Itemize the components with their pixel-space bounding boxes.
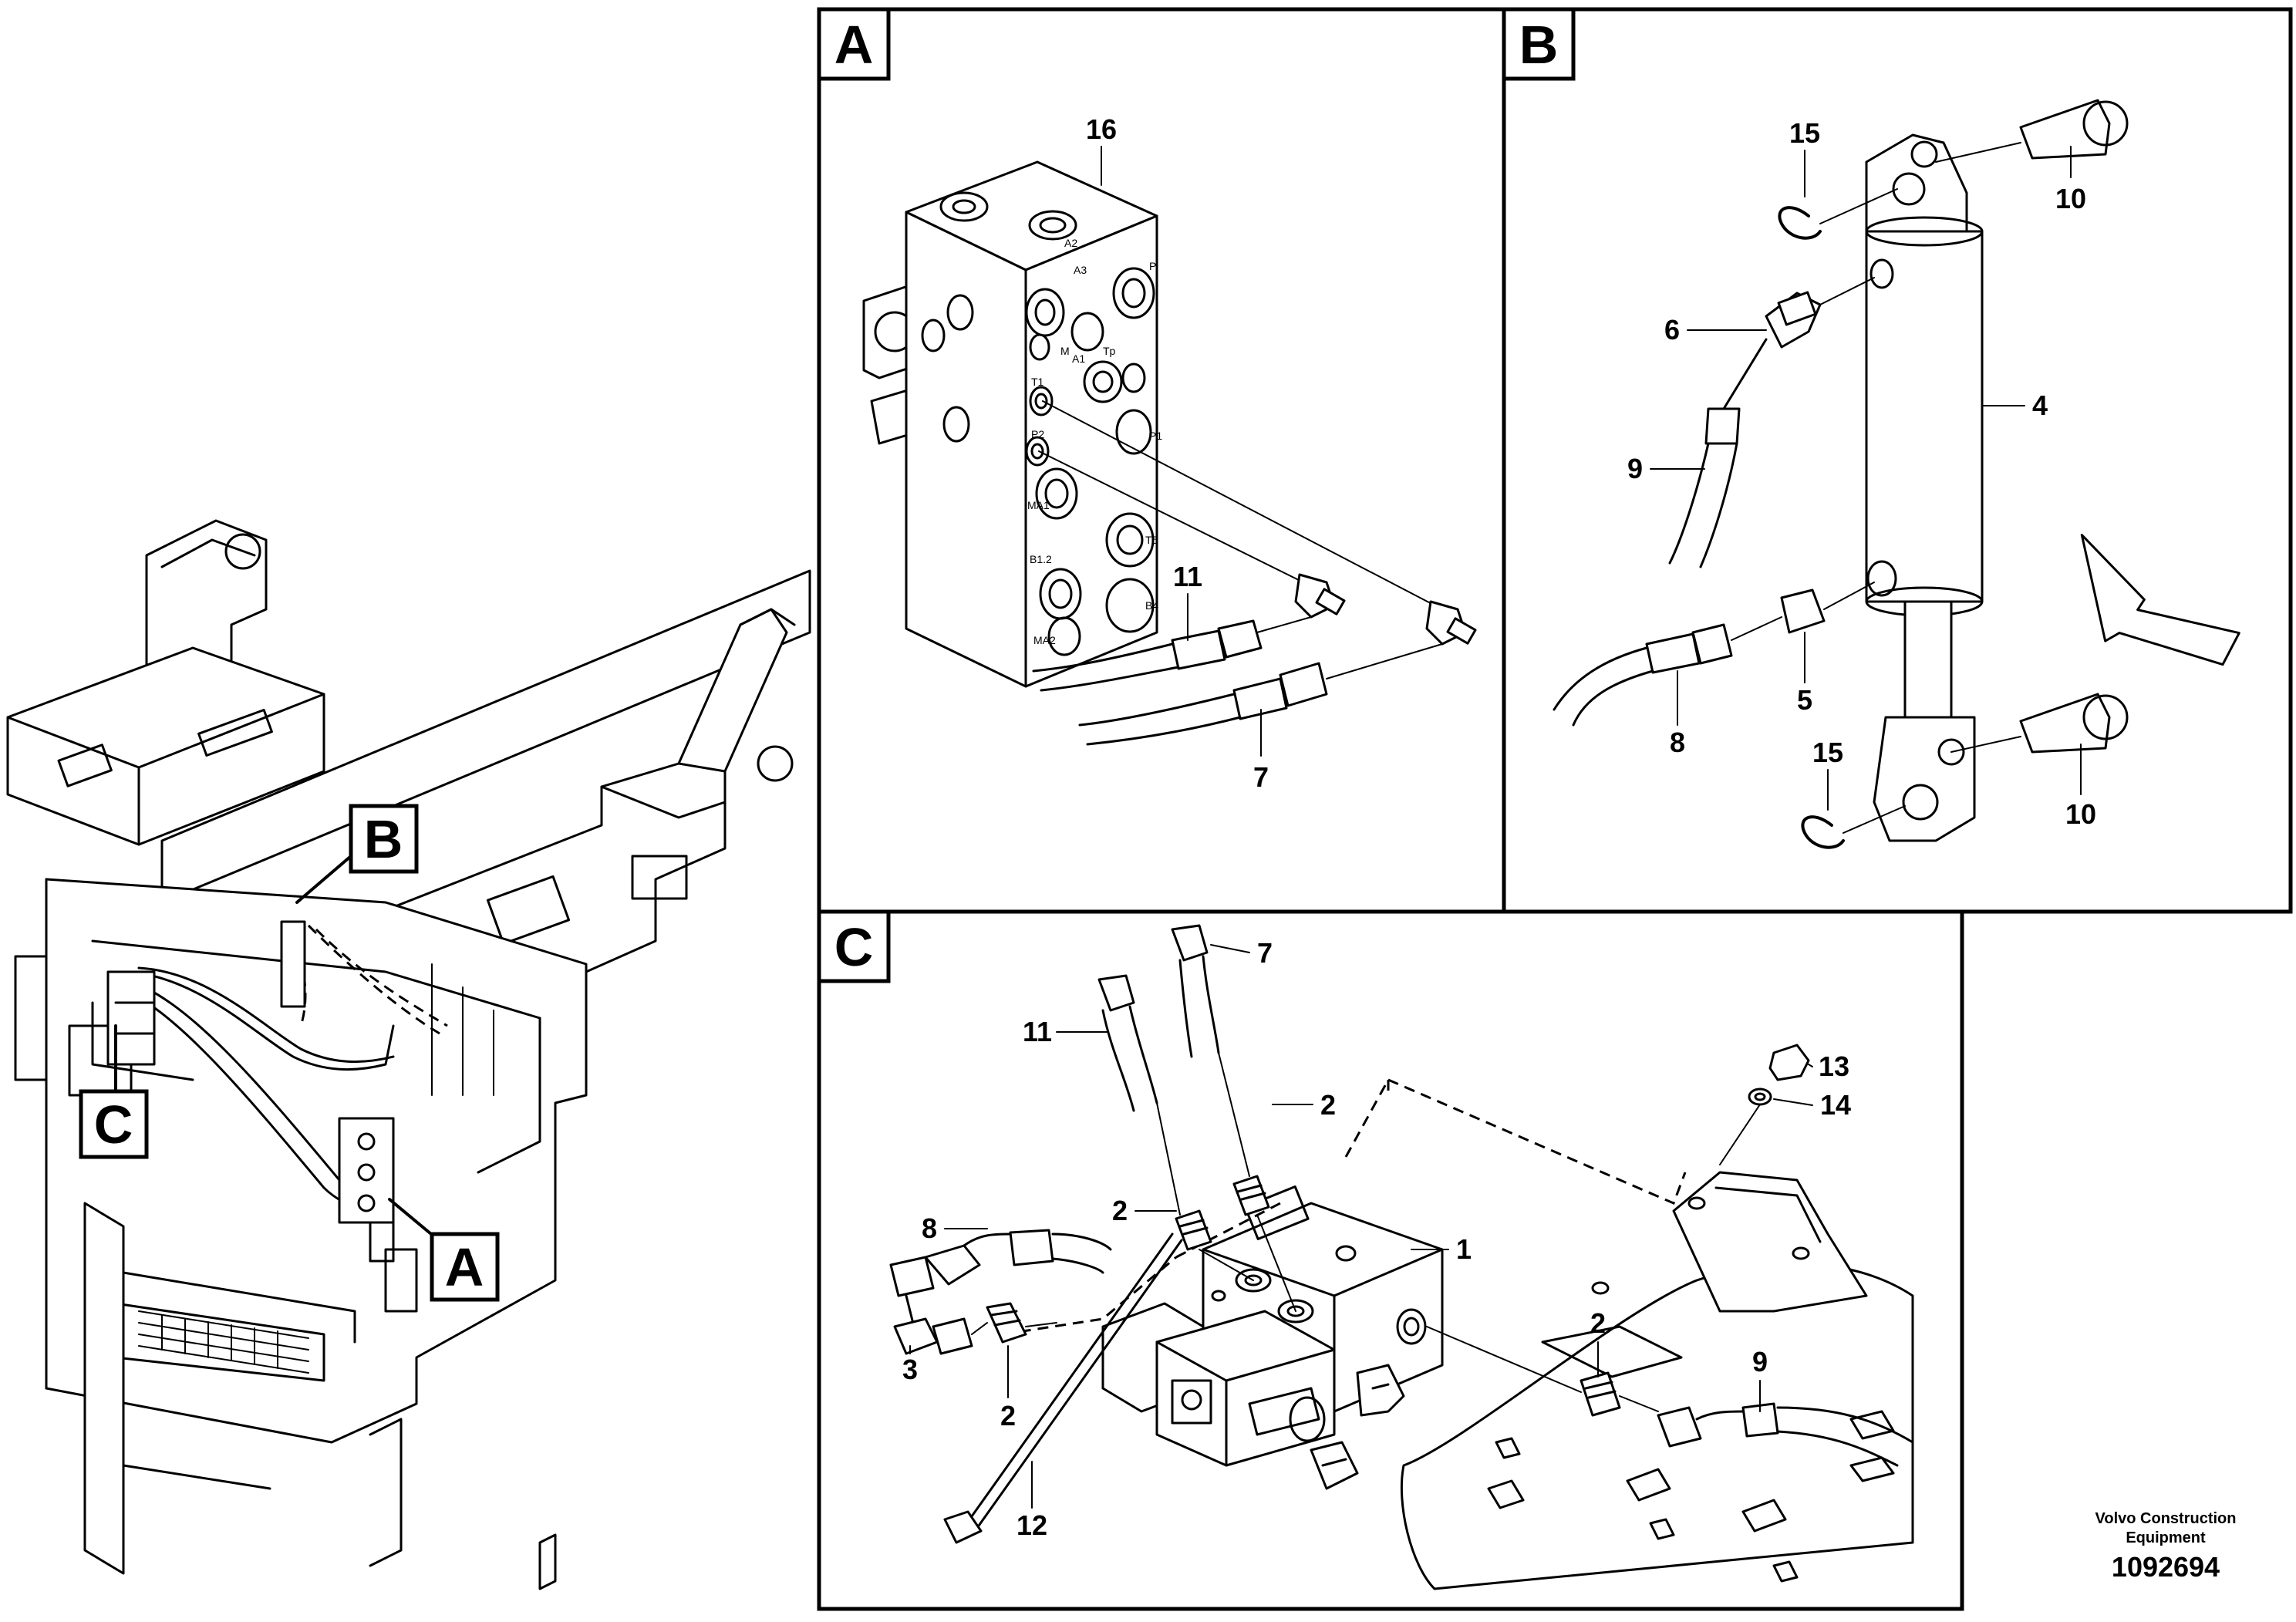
callout-1-valve: 1 <box>1456 1233 1472 1265</box>
callout-9-hose-c: 9 <box>1752 1346 1768 1378</box>
port-marking-tp: Tp <box>1103 345 1116 357</box>
port-marking-a1: A1 <box>1072 352 1085 365</box>
brand-line-2: Equipment <box>2126 1529 2206 1546</box>
callout-12-bolt: 12 <box>1017 1509 1047 1541</box>
panel-c-label-box <box>817 909 891 983</box>
callout-2-nipple-d: 2 <box>1590 1307 1606 1339</box>
callout-10-pin-bottom: 10 <box>2065 798 2096 830</box>
panel-b-label: B <box>1519 15 1559 75</box>
callout-7-hose-c: 7 <box>1257 937 1273 969</box>
callout-4-cylinder: 4 <box>2032 389 2048 421</box>
callout-11-hose-c: 11 <box>1023 1016 1052 1047</box>
port-marking-a3: A3 <box>1074 264 1087 276</box>
port-marking-ma2: MA2 <box>1033 634 1056 646</box>
panel-c-frame <box>817 909 1964 1611</box>
port-marking-p2: P2 <box>1031 428 1044 440</box>
panel-b-drawing <box>1553 99 2240 849</box>
floor-grate <box>138 1310 309 1374</box>
callout-5-connector: 5 <box>1797 684 1812 716</box>
document-number: 1092694 <box>2112 1551 2220 1583</box>
callout-2-nipple-c: 2 <box>1000 1400 1016 1431</box>
port-marking-m: M <box>1060 345 1070 357</box>
callout-15-ring-top: 15 <box>1789 117 1820 149</box>
panel-c-label: C <box>834 917 874 977</box>
overview-frame <box>6 519 811 1590</box>
overview-callout-a: A <box>388 1198 500 1302</box>
callout-6-elbow: 6 <box>1664 314 1680 346</box>
port-marking-t5: T5 <box>1145 534 1158 546</box>
callout-8-hose: 8 <box>1670 727 1685 758</box>
callout-9-hose: 9 <box>1627 453 1643 484</box>
callout-16-valve-block: 16 <box>1086 113 1117 145</box>
overview-callout-c-text: C <box>94 1094 133 1155</box>
callout-2-nipple-a: 2 <box>1320 1089 1336 1121</box>
port-marking-t1: T1 <box>1031 376 1044 388</box>
callout-3-tee: 3 <box>902 1354 918 1385</box>
panel-a-drawing: P Tp A2 A3 M A1 T1 P1 P2 MA1 B1.2 T5 B4 … <box>862 160 1477 746</box>
port-marking-b12: B1.2 <box>1030 553 1052 565</box>
callout-15-ring-bottom: 15 <box>1812 737 1843 768</box>
port-marking-b4: B4 <box>1145 599 1158 612</box>
panel-c-drawing <box>889 924 1914 1590</box>
callout-13-nut: 13 <box>1819 1050 1849 1082</box>
port-marking-p: P <box>1149 260 1156 272</box>
overview-callout-a-text: A <box>445 1237 484 1297</box>
callout-7-hose: 7 <box>1253 761 1269 793</box>
callout-11-hose: 11 <box>1173 561 1202 592</box>
overview-callout-b-text: B <box>364 809 403 869</box>
callout-2-nipple-b: 2 <box>1112 1195 1128 1226</box>
panel-a-label: A <box>834 15 874 75</box>
port-marking-p1: P1 <box>1149 430 1162 442</box>
brand-line-1: Volvo Construction <box>2095 1510 2237 1527</box>
port-marking-a2: A2 <box>1064 237 1077 249</box>
callout-8-hose-c: 8 <box>922 1212 937 1244</box>
port-marking-ma1: MA1 <box>1027 499 1050 511</box>
panel-a-label-box <box>817 7 891 81</box>
overview-callout-c: C <box>79 1024 149 1159</box>
callout-10-pin-top: 10 <box>2055 183 2086 214</box>
overview-callout-b: B <box>295 804 419 904</box>
panel-b-label-box <box>1502 7 1576 81</box>
callout-14-washer: 14 <box>1820 1089 1851 1121</box>
